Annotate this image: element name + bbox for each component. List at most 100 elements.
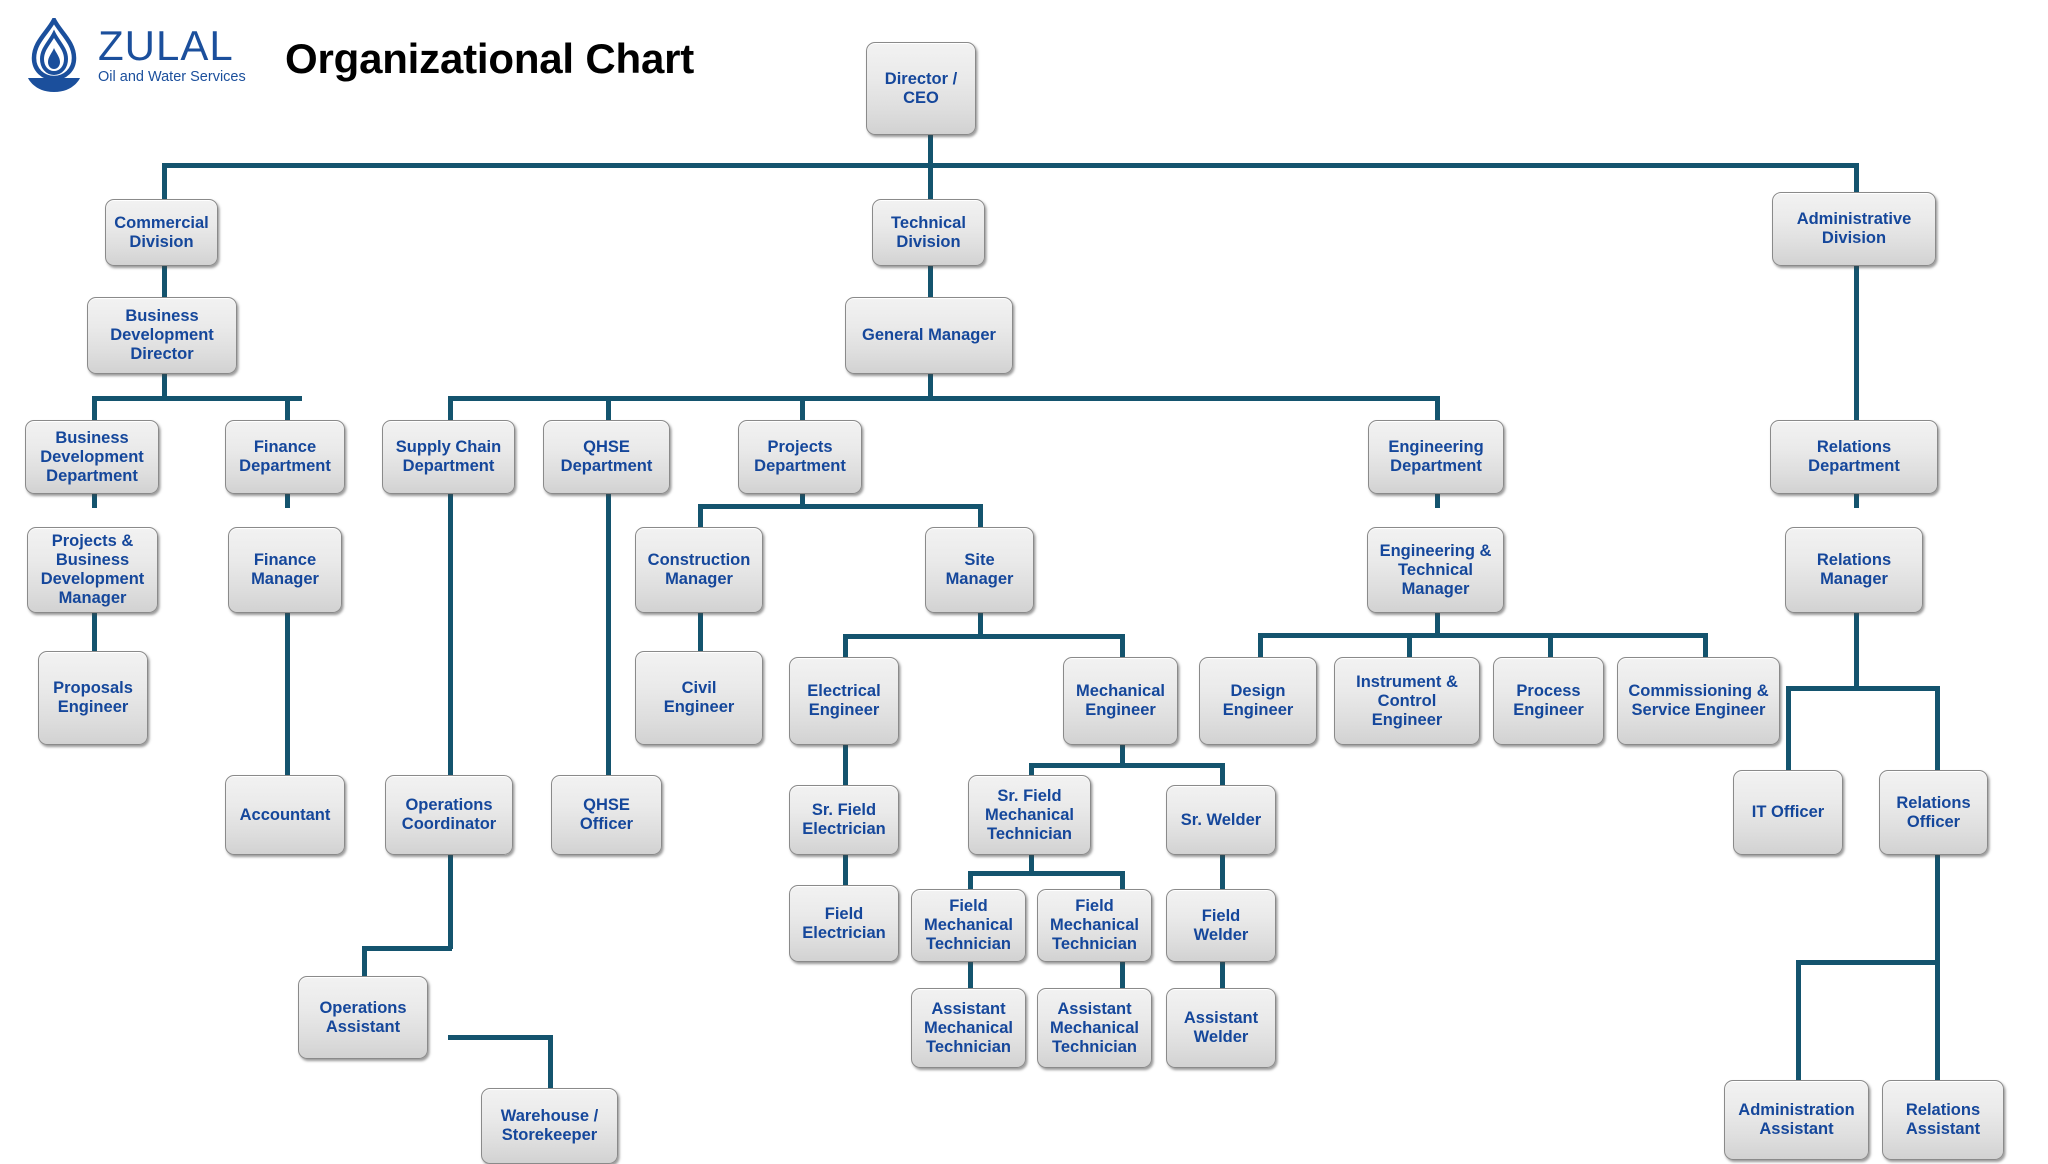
connector-financedept-financemanager	[285, 483, 290, 508]
logo-word: ZULAL	[98, 22, 234, 69]
connector-drop-constructionmanager	[698, 504, 703, 528]
connector-drop-fieldmechtech2	[1120, 871, 1125, 889]
connector-projectsdept-bus	[698, 504, 983, 509]
connector-drop-qhse	[606, 396, 611, 420]
connector-srfieldelectrician-fieldelectrician	[843, 855, 848, 885]
connector-drop-instrumentengineer	[1407, 633, 1412, 658]
connector-drop-itofficer	[1786, 686, 1791, 770]
node-label: Warehouse /Storekeeper	[500, 1107, 599, 1144]
node-label: Director /CEO	[884, 69, 958, 107]
connector-fieldmechtech1-asst1	[968, 962, 973, 988]
connector-sitemanager-stem	[978, 612, 983, 637]
node-it-officer[interactable]: IT Officer	[1733, 770, 1843, 855]
connector-relationsmanager-stem	[1854, 612, 1859, 689]
connector-gm-stem	[928, 373, 933, 398]
connector-gm-bus	[448, 396, 1440, 401]
connector-ceo-bus	[162, 163, 1859, 168]
connector-drop-relationsassistant	[1935, 960, 1940, 1080]
connector-opscoordinator-bus-right	[448, 1035, 553, 1040]
connector-srfieldmechtech-bus	[968, 871, 1124, 876]
connector-drop-sitemanager	[978, 504, 983, 528]
connector-drop-adminassistant	[1796, 960, 1801, 1080]
connector-opscoordinator-bus-left	[362, 946, 452, 951]
node-warehouse-storekeeper[interactable]: Warehouse /Storekeeper	[481, 1088, 618, 1164]
connector-engtechmanager-stem	[1435, 612, 1440, 635]
page-title: Organizational Chart	[285, 35, 695, 82]
connector-drop-processengineer	[1548, 633, 1553, 658]
node-accountant[interactable]: Accountant	[225, 775, 345, 855]
connector-drop-fieldmechtech1	[968, 871, 973, 889]
connector-commercial-bddirector	[162, 265, 167, 297]
node-director-ceo[interactable]: Director /CEO	[866, 42, 976, 135]
node-commissioning-service-engineer[interactable]: Commissioning &Service Engineer	[1617, 657, 1780, 745]
connector-projectsdept-stem	[800, 483, 805, 506]
connector-relationsdept-relationsmanager	[1854, 483, 1859, 508]
node-general-manager[interactable]: General Manager	[845, 297, 1013, 374]
connector-supplychain-opscoordinator	[448, 483, 453, 775]
connector-fieldmechtech2-asst2	[1120, 962, 1125, 988]
node-sr-welder[interactable]: Sr. Welder	[1166, 785, 1276, 855]
connector-mechanical-bus	[1029, 763, 1225, 768]
connector-relationsofficer-bus	[1796, 960, 1940, 965]
connector-drop-engineering	[1435, 396, 1440, 420]
